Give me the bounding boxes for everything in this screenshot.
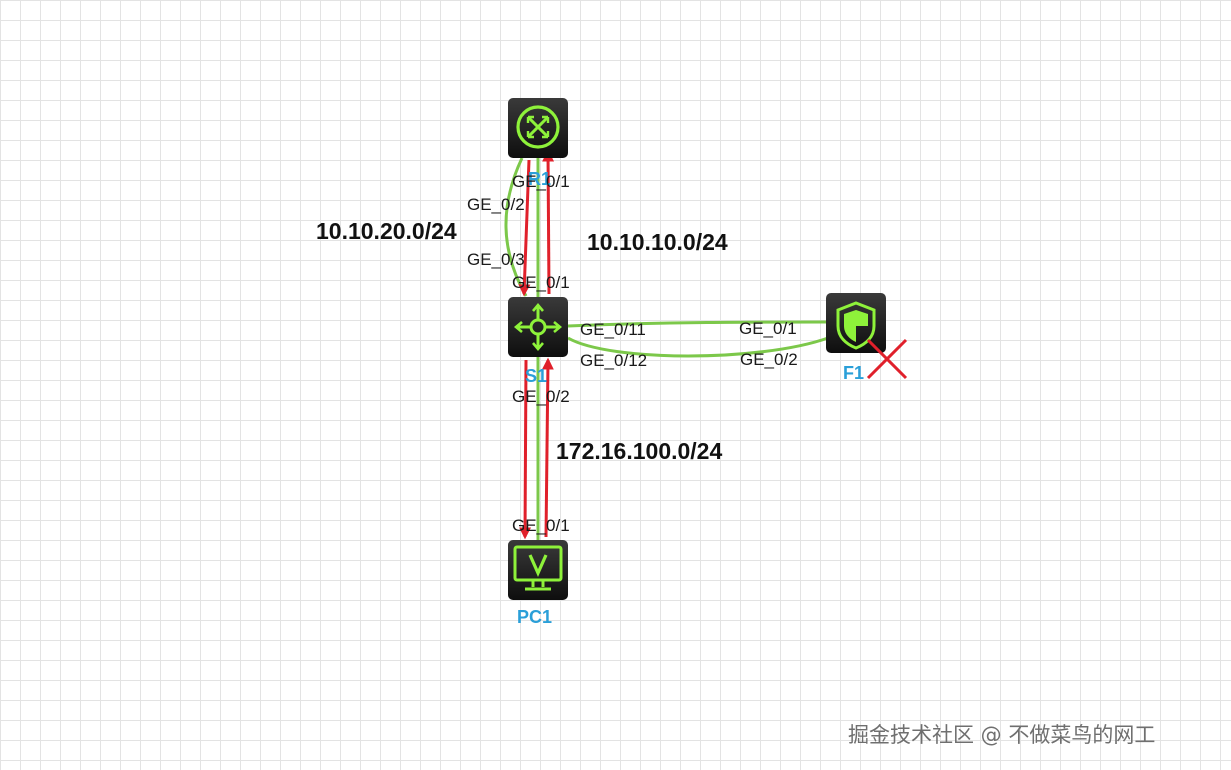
router-icon [516,105,560,149]
switch-icon [513,302,563,352]
port-label-r1-ge01: GE_0/1 [512,172,570,191]
network-label-172-16-100: 172.16.100.0/24 [556,438,722,464]
link-r1-s1-a[interactable] [504,157,528,297]
device-label-f1: F1 [843,363,864,383]
red-x-icon [866,338,908,380]
device-pc1[interactable] [508,540,568,600]
watermark: 掘金技术社区 @ 不做菜鸟的网工 [848,723,1155,747]
port-label-s1-ge03: GE_0/3 [467,250,525,269]
firewall-shield-icon [836,301,876,350]
arrow-s1-to-r1 [542,149,555,295]
arrow-pc1-to-s1 [541,357,554,538]
port-label-s1-ge012: GE_0/12 [580,351,647,370]
port-label-s1-ge02: GE_0/2 [512,387,570,406]
link-s1-f1-b[interactable] [567,336,829,358]
link-s1-f1-a[interactable] [567,320,827,328]
port-label-s1-ge01: GE_0/1 [512,273,570,292]
network-label-10-10-10: 10.10.10.0/24 [587,229,728,255]
device-label-r1: R1 [528,169,551,189]
device-label-s1: S1 [525,366,547,386]
port-label-pc1-ge01: GE_0/1 [512,516,570,535]
device-s1[interactable] [508,297,568,357]
port-label-s1-ge011: GE_0/11 [580,320,646,339]
device-label-pc1: PC1 [517,607,552,627]
flow-arrows [518,149,555,540]
port-label-f1-ge02: GE_0/2 [740,350,798,369]
links [504,157,829,540]
port-label-f1-ge01: GE_0/1 [739,319,797,338]
device-tile [508,297,568,357]
device-f1[interactable] [826,293,908,380]
arrow-s1-to-pc1 [519,359,532,540]
network-label-10-10-20: 10.10.20.0/24 [316,218,457,244]
device-r1[interactable] [508,98,568,158]
pc-monitor-icon [513,545,563,591]
arrow-r1-to-s1 [518,159,531,297]
port-label-r1-ge02: GE_0/2 [467,195,525,214]
